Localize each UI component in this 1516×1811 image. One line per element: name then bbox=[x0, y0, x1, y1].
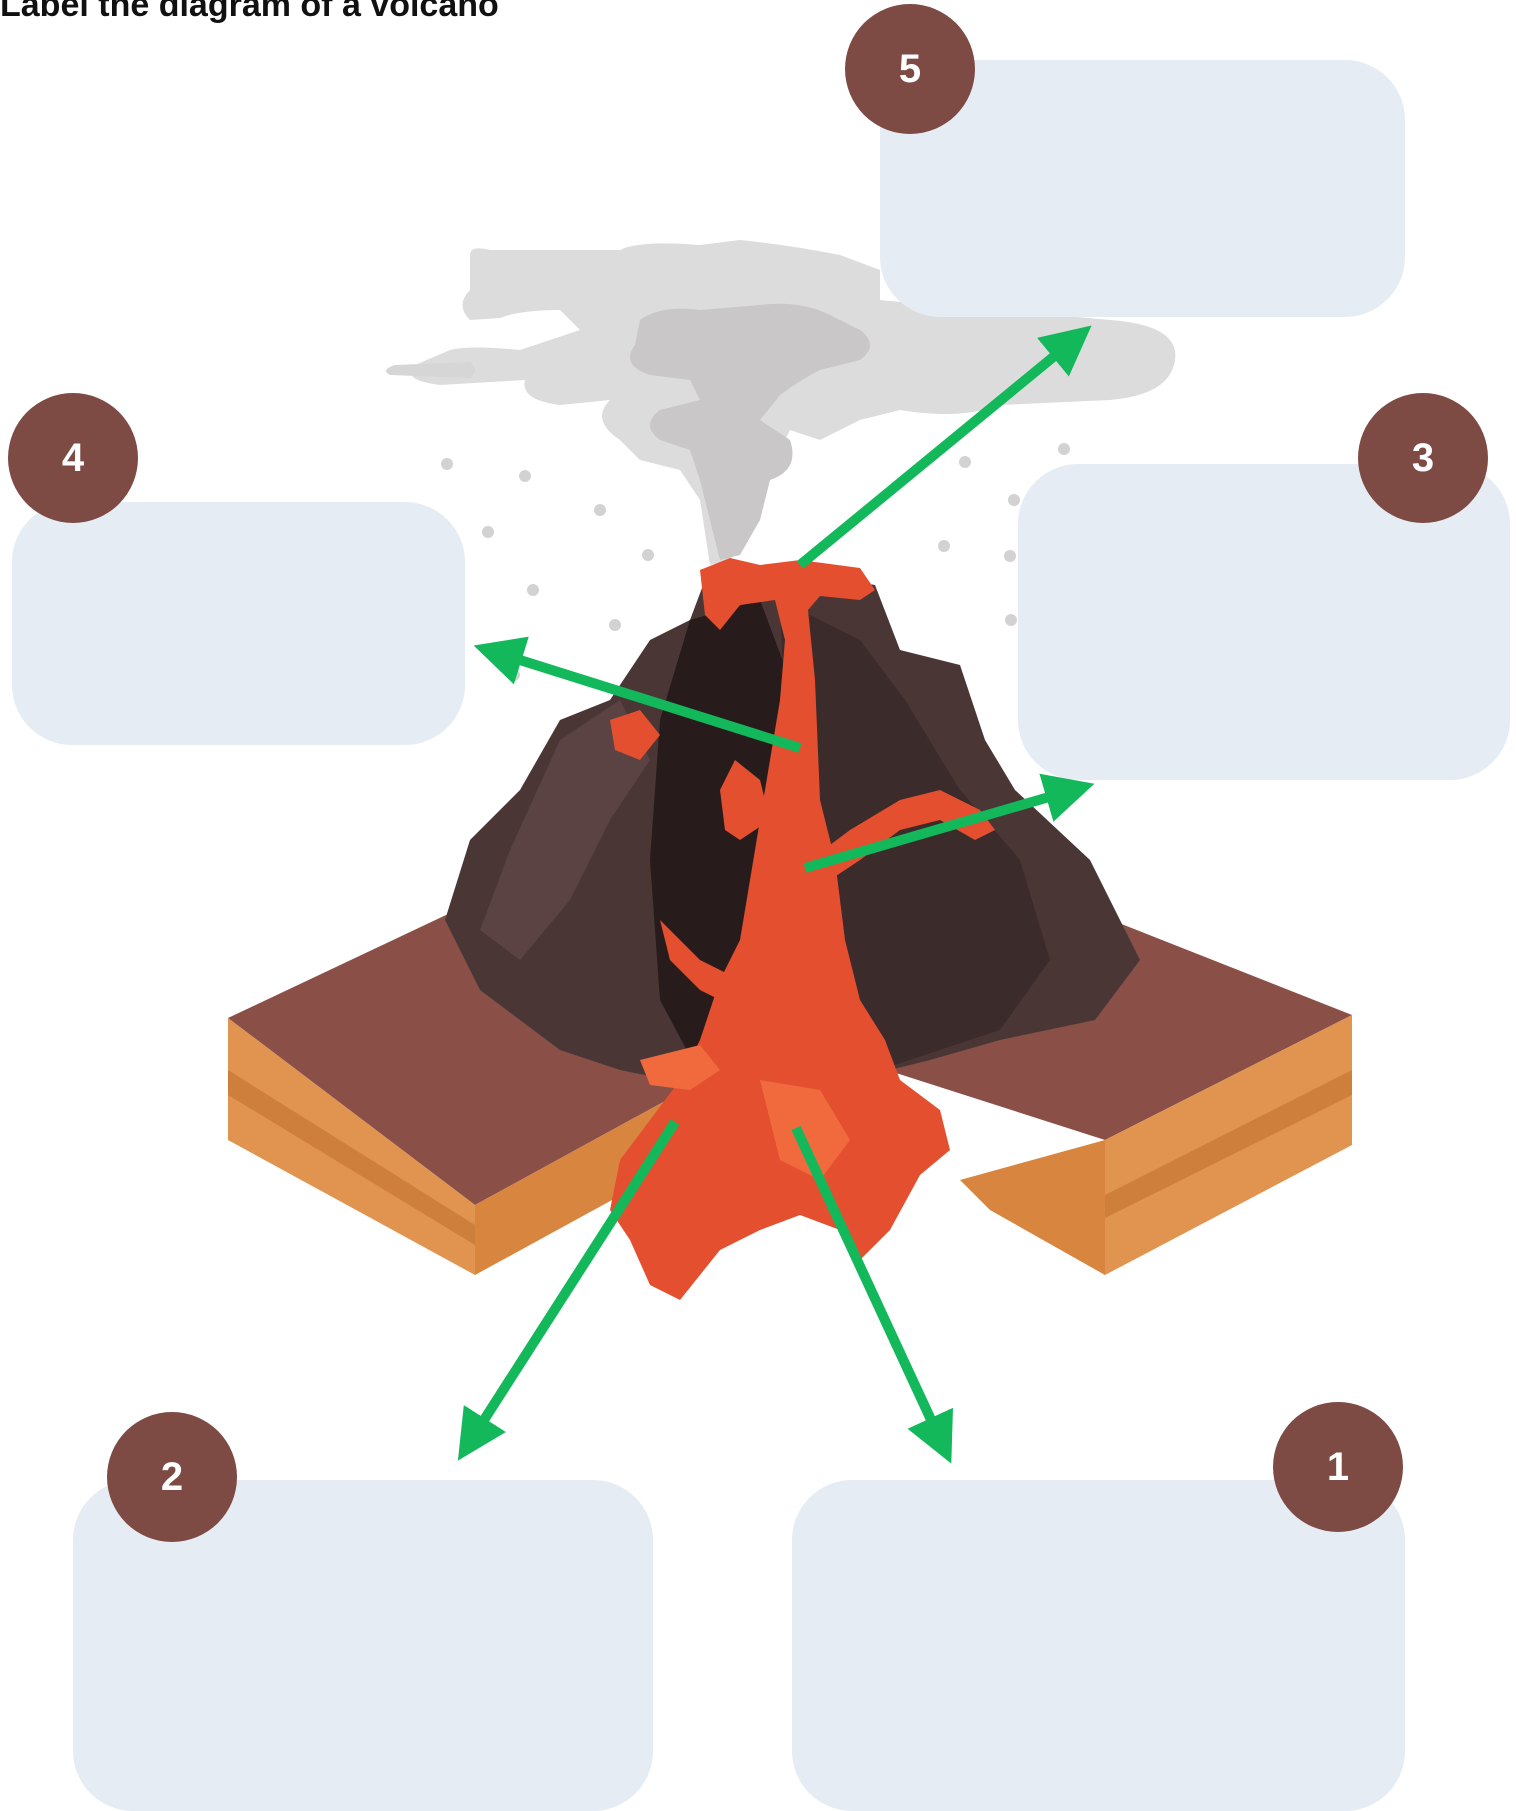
label-box-4[interactable] bbox=[12, 502, 465, 745]
label-number-3: 3 bbox=[1358, 393, 1488, 523]
label-number-4: 4 bbox=[8, 393, 138, 523]
label-number-1: 1 bbox=[1273, 1402, 1403, 1532]
label-number-5: 5 bbox=[845, 4, 975, 134]
label-number-2: 2 bbox=[107, 1412, 237, 1542]
label-box-1[interactable] bbox=[792, 1480, 1405, 1811]
